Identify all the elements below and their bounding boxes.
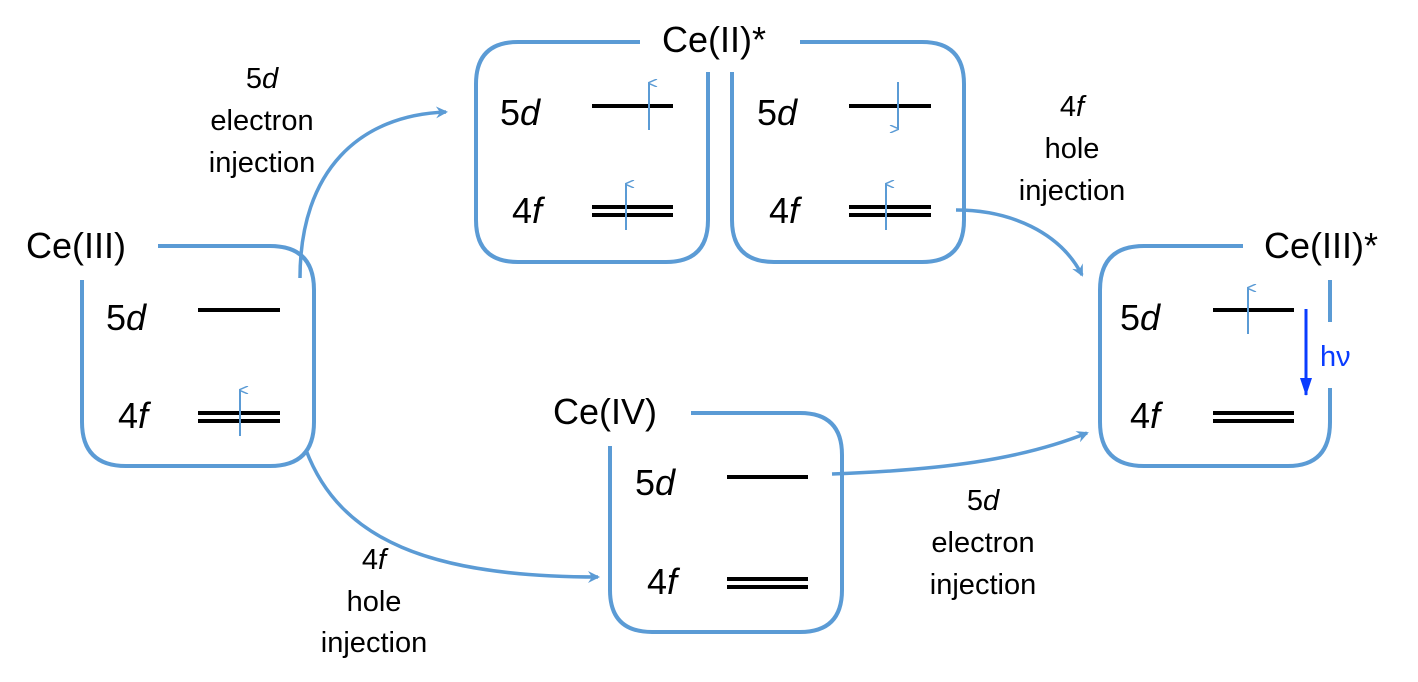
- ce3-star-orbital-4f-label: 4f: [1130, 395, 1164, 436]
- transition-label-line1: 5d: [246, 63, 279, 95]
- transition-label-ce2-star-to-ce3-star: 4f hole injection: [1019, 91, 1125, 207]
- ce2-star-left-box-frame: [474, 40, 710, 264]
- transition-label-ce4-to-ce3-star: 5d electron injection: [930, 485, 1036, 601]
- ce3-orbital-4f-label: 4f: [118, 395, 152, 436]
- arrow-ce4-to-ce3-star: [831, 431, 1089, 476]
- ce2-right-orbital-4f-label: 4f: [769, 190, 803, 231]
- ce3-star-orbital-5d-label: 5d: [1120, 297, 1161, 338]
- ce4-label: Ce(IV): [553, 391, 657, 432]
- ce2-left-orbital-4f-label: 4f: [512, 190, 546, 231]
- arrow-ce3-to-ce4: [304, 449, 600, 583]
- ce3-box-frame: [80, 244, 316, 468]
- ce3-star-label: Ce(III)*: [1264, 225, 1378, 266]
- transition-label-line1: 4f: [1060, 91, 1087, 123]
- state-ce2-star: Ce(II)* 5d 4f 5d 4f: [474, 19, 966, 264]
- transition-label-ce3-to-ce2-star: 5d electron injection: [209, 63, 315, 179]
- state-ce4: Ce(IV) 5d 4f: [553, 391, 844, 634]
- transition-label-line3: injection: [209, 147, 315, 179]
- transition-label-line2: hole: [1045, 133, 1100, 165]
- arrow-ce2-star-to-ce3-star: [955, 208, 1084, 277]
- transition-label-line3: injection: [321, 627, 427, 659]
- transition-label-line1: 5d: [967, 485, 1000, 517]
- transition-label-line1: 4f: [362, 544, 389, 576]
- state-ce3-star: Ce(III)* 5d 4f hν: [1098, 225, 1378, 468]
- ce4-box-frame: [608, 411, 844, 634]
- ce2-left-orbital-5d-label: 5d: [500, 92, 541, 133]
- ce3-orbital-5d-label: 5d: [106, 297, 147, 338]
- transition-label-line3: injection: [1019, 175, 1125, 207]
- state-ce3: Ce(III) 5d 4f: [26, 225, 316, 468]
- transition-label-ce3-to-ce4: 4f hole injection: [321, 544, 427, 659]
- ce2-star-right-box-frame: [730, 40, 966, 264]
- ce2-star-label: Ce(II)*: [662, 19, 766, 60]
- ce4-orbital-4f-label: 4f: [647, 561, 681, 602]
- arrow-ce3-to-ce2-star: [298, 106, 448, 279]
- transition-label-line2: electron: [931, 527, 1034, 559]
- ce2-right-orbital-5d-label: 5d: [757, 92, 798, 133]
- ce4-orbital-5d-label: 5d: [635, 462, 676, 503]
- ce3-label: Ce(III): [26, 225, 126, 266]
- ce3-star-box-frame: [1098, 244, 1332, 468]
- transition-label-line3: injection: [930, 569, 1036, 601]
- emission-hv-label: hν: [1320, 341, 1351, 373]
- transition-label-line2: hole: [347, 586, 402, 618]
- transition-label-line2: electron: [210, 105, 313, 137]
